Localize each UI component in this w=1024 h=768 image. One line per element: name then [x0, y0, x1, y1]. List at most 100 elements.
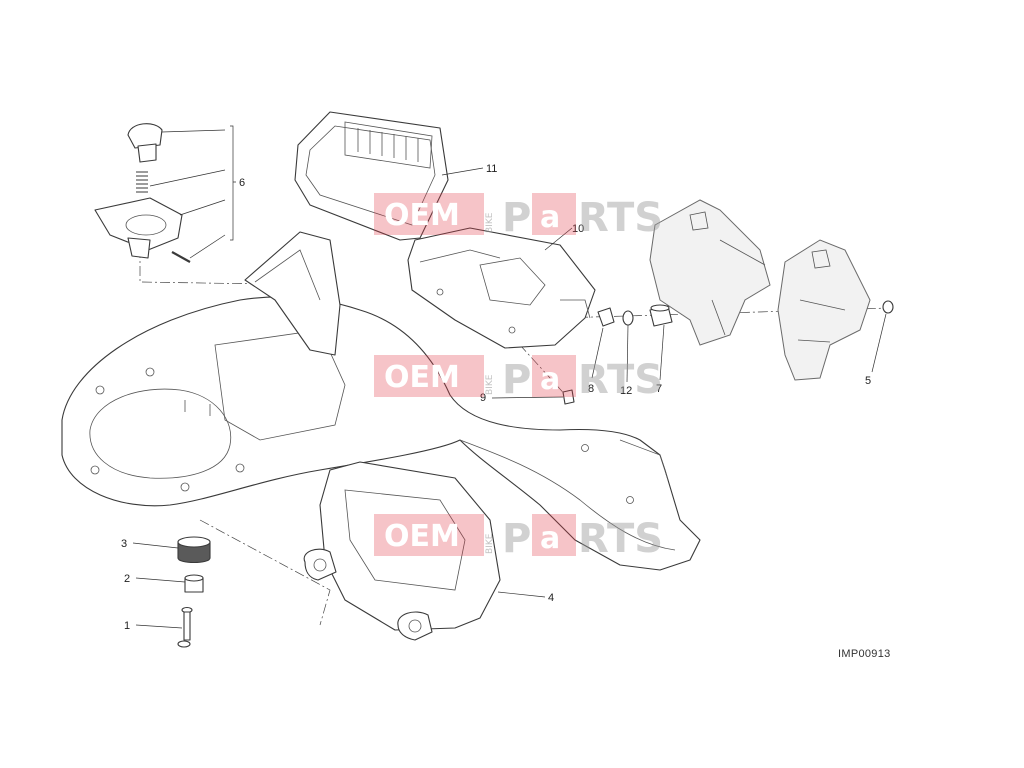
- cap-base-ring: [125, 214, 167, 236]
- housing-lug-hole: [408, 619, 422, 633]
- bracket-right-hole: [811, 249, 831, 269]
- housing-lug-hole: [313, 558, 327, 572]
- callout-5: 5: [865, 375, 871, 387]
- watermark-p: P: [502, 357, 531, 403]
- leader-5: [871, 313, 887, 373]
- cover-tab: [560, 299, 591, 319]
- watermark-box: [374, 193, 484, 235]
- watermark-bike: BIKE: [485, 212, 495, 233]
- watermark-bike: BIKE: [485, 533, 495, 554]
- frame-studs: [184, 400, 211, 416]
- centerline-part4: [199, 519, 331, 626]
- cap-knob: [127, 123, 163, 149]
- fairing-support-frame: [61, 231, 701, 571]
- support-frame-side-edge: [459, 439, 676, 551]
- watermark-oem: OEM: [384, 360, 460, 395]
- support-frame-tab: [619, 439, 669, 481]
- callout-4: 4: [548, 592, 554, 604]
- frame-hole: [95, 385, 105, 395]
- callout-9: 9: [480, 392, 486, 404]
- leader-1: [135, 624, 183, 629]
- watermark-rts: RTS: [578, 357, 663, 403]
- spacer-top: [184, 574, 204, 582]
- part-11-instrument-bezel: [294, 111, 449, 241]
- cover-ridge: [419, 249, 501, 263]
- watermark-a-box: [532, 514, 576, 556]
- bracket-right: [777, 239, 871, 381]
- leader-10: [544, 227, 573, 251]
- watermark-p: P: [502, 516, 531, 562]
- callout-7: 7: [656, 383, 662, 395]
- watermark-a: a: [540, 362, 560, 397]
- part-7-mount-top: [650, 304, 670, 312]
- watermark-a-box: [532, 193, 576, 235]
- part-12-washer: [622, 310, 634, 326]
- part-8-clip: [597, 307, 615, 327]
- bracket-left-edges: [711, 239, 766, 336]
- cover-hole: [508, 326, 516, 334]
- cap-base-plate: [94, 197, 183, 251]
- watermark-oem: OEM: [384, 198, 460, 233]
- callout-2: 2: [124, 573, 130, 585]
- cap-pin: [171, 251, 191, 263]
- part-10-instrument-cover: [407, 227, 596, 349]
- housing-lug-bottom: [397, 611, 433, 641]
- leader-8: [591, 327, 604, 379]
- frame-hole: [180, 482, 190, 492]
- support-frame-upper-bracket: [244, 231, 341, 356]
- watermark-a: a: [540, 200, 560, 235]
- cover-outline: [407, 227, 596, 349]
- frame-hole: [626, 496, 634, 504]
- leader-11: [441, 167, 484, 176]
- leader-6c: [179, 199, 226, 216]
- callout-3: 3: [121, 538, 127, 550]
- watermark-bottom: OEM BIKE P a RTS: [374, 514, 663, 562]
- watermark-rts: RTS: [578, 516, 663, 562]
- support-frame-round-opening: [89, 388, 232, 479]
- bezel-segment-lines: [357, 128, 419, 162]
- brace-6: [230, 125, 236, 241]
- leader-lines: [132, 125, 887, 629]
- upper-bracket-edge: [254, 249, 321, 301]
- leader-6a: [161, 129, 226, 133]
- frame-hole: [581, 444, 589, 452]
- cap-base-socket: [127, 237, 151, 259]
- bezel-inner-window: [305, 125, 436, 226]
- leader-9: [491, 396, 564, 399]
- callout-6: 6: [239, 177, 245, 189]
- callout-11: 11: [486, 163, 497, 175]
- leader-6b: [149, 169, 226, 187]
- bezel-outline: [294, 111, 449, 241]
- leader-7: [659, 324, 665, 381]
- leader-6d: [189, 234, 226, 259]
- watermark-a-box: [532, 355, 576, 397]
- watermark-rts: RTS: [578, 195, 663, 241]
- watermark-box: [374, 355, 484, 397]
- callout-8: 8: [588, 383, 594, 395]
- frame-hole: [90, 465, 100, 475]
- frame-hole: [235, 463, 245, 473]
- frame-hole: [145, 367, 155, 377]
- part-1-screw-shank: [183, 611, 191, 641]
- cover-center-opening: [479, 257, 546, 306]
- grey-mount-brackets: [649, 199, 871, 381]
- grommet-top: [177, 536, 211, 548]
- callout-numbers: 6 11 10 8 12 7 5 9 3 2 1 4: [121, 163, 871, 632]
- callout-10: 10: [572, 223, 584, 235]
- bezel-display-strip: [344, 121, 433, 169]
- housing-lug-left: [303, 548, 337, 581]
- part-9-screw: [562, 389, 575, 405]
- leader-12: [626, 324, 629, 383]
- watermark-p: P: [502, 195, 531, 241]
- callout-12: 12: [620, 385, 632, 397]
- bracket-right-edges: [797, 299, 846, 343]
- watermark-top: OEM BIKE P a RTS: [374, 193, 663, 241]
- cover-hole: [436, 288, 444, 296]
- watermark-oem: OEM: [384, 519, 460, 554]
- part-6-cap-assembly: [94, 123, 191, 263]
- part-1-screw-base: [177, 640, 191, 648]
- small-hardware: [177, 300, 894, 648]
- leader-2: [135, 577, 186, 583]
